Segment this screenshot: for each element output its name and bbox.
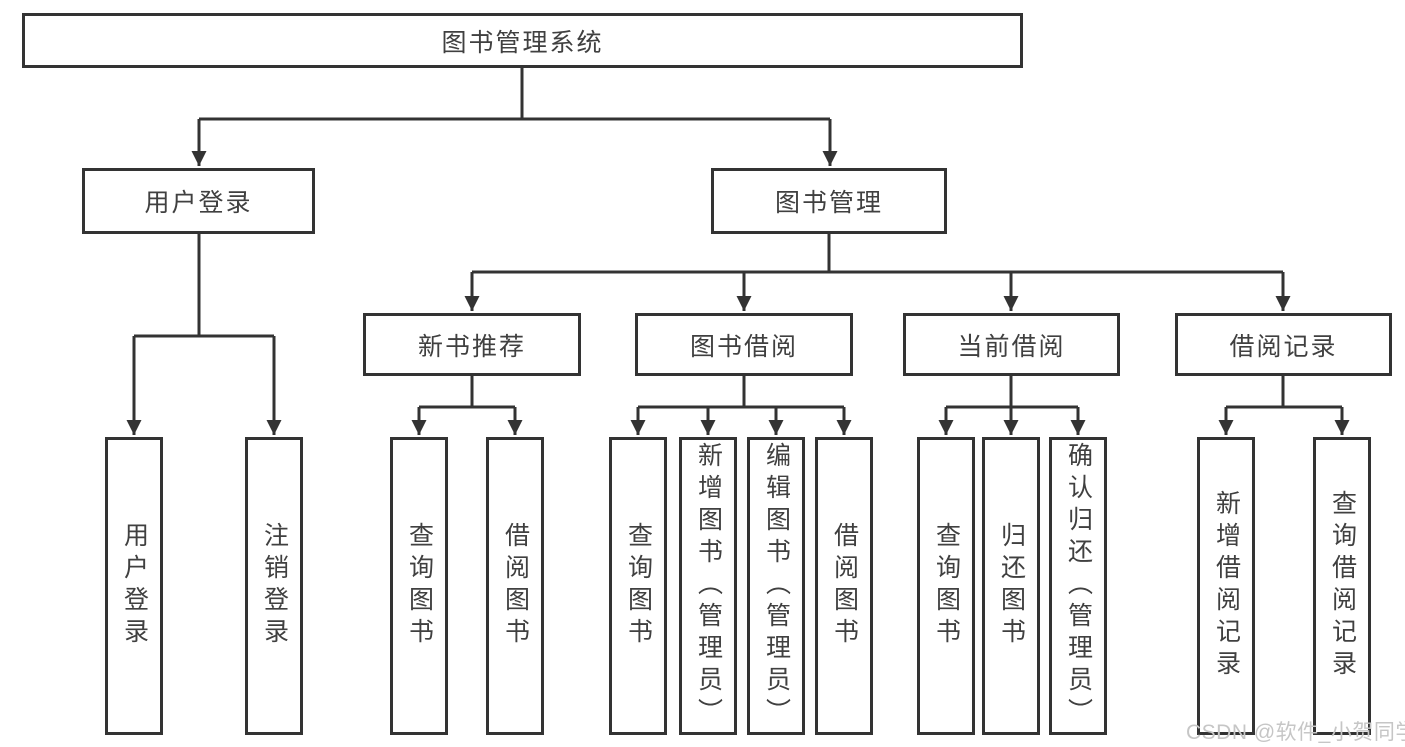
leaf-borrow-books: 借阅图书	[815, 437, 873, 735]
leaf-borrow-books-label: 借阅图书	[830, 522, 859, 650]
node-book-borrow-label: 图书借阅	[689, 332, 798, 361]
node-borrow-records: 借阅记录	[1175, 313, 1392, 376]
leaf-query-borrow-record: 查询借阅记录	[1313, 437, 1371, 735]
node-root-label: 图书管理系统	[441, 28, 604, 57]
leaf-logout: 注销登录	[245, 437, 303, 735]
node-book-management: 图书管理	[711, 168, 947, 234]
node-user-login: 用户登录	[82, 168, 315, 234]
leaf-return-books: 归还图书	[982, 437, 1040, 735]
leaf-query-books-recommend-label: 查询图书	[405, 522, 434, 650]
leaf-add-borrow-record: 新增借阅记录	[1197, 437, 1255, 735]
leaf-add-books-admin: 新增图书（管理员）	[679, 437, 737, 735]
node-book-borrow: 图书借阅	[635, 313, 853, 376]
leaf-edit-books-admin: 编辑图书（管理员）	[747, 437, 805, 735]
leaf-query-books-borrow: 查询图书	[609, 437, 667, 735]
leaf-borrow-books-recommend-label: 借阅图书	[501, 522, 530, 650]
leaf-user-login-label: 用户登录	[120, 522, 149, 650]
leaf-add-books-admin-label: 新增图书（管理员）	[694, 442, 723, 730]
leaf-query-books-current-label: 查询图书	[932, 522, 961, 650]
node-root: 图书管理系统	[22, 13, 1023, 68]
leaf-user-login: 用户登录	[105, 437, 163, 735]
node-current-borrow: 当前借阅	[903, 313, 1120, 376]
leaf-confirm-return-admin: 确认归还（管理员）	[1049, 437, 1107, 735]
leaf-borrow-books-recommend: 借阅图书	[486, 437, 544, 735]
leaf-query-books-borrow-label: 查询图书	[624, 522, 653, 650]
leaf-return-books-label: 归还图书	[997, 522, 1026, 650]
leaf-query-books-recommend: 查询图书	[390, 437, 448, 735]
leaf-query-borrow-record-label: 查询借阅记录	[1328, 490, 1357, 682]
leaf-query-books-current: 查询图书	[917, 437, 975, 735]
leaf-add-borrow-record-label: 新增借阅记录	[1212, 490, 1241, 682]
leaf-edit-books-admin-label: 编辑图书（管理员）	[762, 442, 791, 730]
node-new-book-recommend: 新书推荐	[363, 313, 581, 376]
node-new-book-recommend-label: 新书推荐	[417, 332, 526, 361]
node-user-login-label: 用户登录	[144, 189, 253, 217]
node-borrow-records-label: 借阅记录	[1229, 332, 1338, 361]
leaf-logout-label: 注销登录	[260, 522, 289, 650]
leaf-confirm-return-admin-label: 确认归还（管理员）	[1064, 442, 1093, 730]
csdn-watermark: CSDN @软件_小贺同学	[1186, 721, 1405, 744]
node-current-borrow-label: 当前借阅	[957, 332, 1066, 361]
node-book-management-label: 图书管理	[774, 189, 883, 217]
